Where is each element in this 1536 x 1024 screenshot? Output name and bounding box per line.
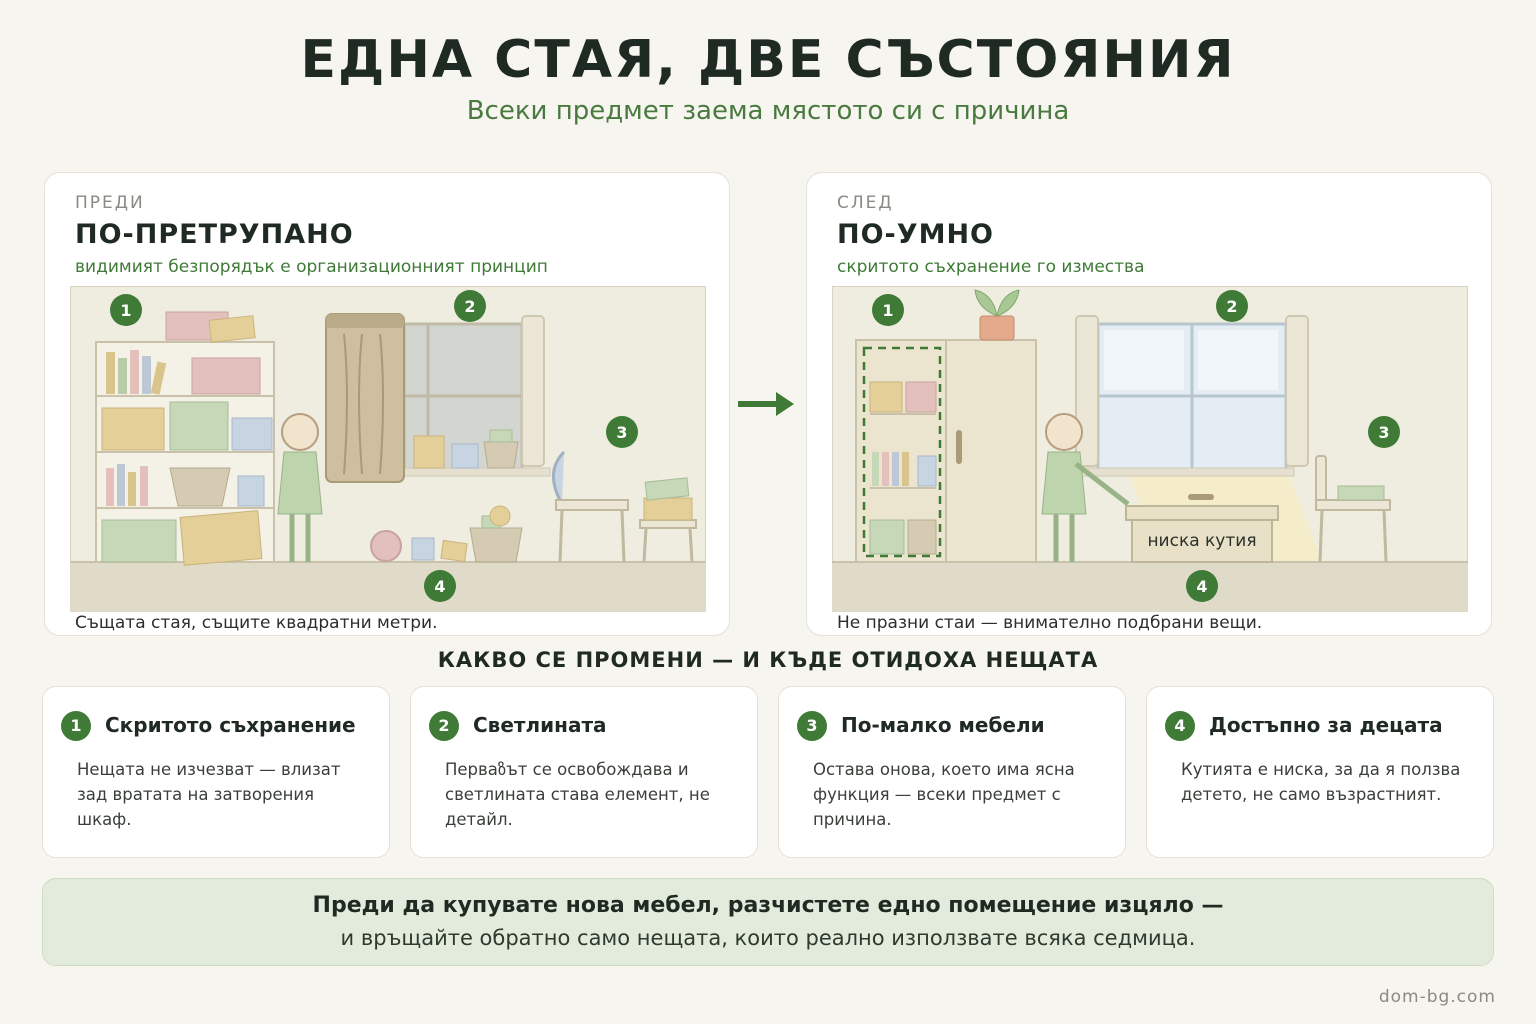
after-marker-2: 2 xyxy=(1226,297,1237,316)
card-less-furniture: 3 По-малко мебели Остава онова, което им… xyxy=(778,686,1126,858)
before-room-illustration: 1 2 3 4 xyxy=(70,286,706,612)
page-title: ЕДНА СТАЯ, ДВЕ СЪСТОЯНИЯ xyxy=(300,30,1236,90)
card-hidden-storage: 1 Скритото съхранение Нещата не изчезват… xyxy=(42,686,390,858)
card-light: 2 Светлината Перваზът се освобождава и с… xyxy=(410,686,758,858)
tip-banner: Преди да купувате нова мебел, разчистете… xyxy=(42,878,1494,966)
card-text: Остава онова, което има ясна функция — в… xyxy=(813,760,1075,829)
after-marker-3: 3 xyxy=(1378,423,1389,442)
card-number-badge: 1 xyxy=(61,711,91,741)
card-title: Достъпно за децата xyxy=(1209,713,1443,737)
card-number-badge: 4 xyxy=(1165,711,1195,741)
card-title: Светлината xyxy=(473,713,607,737)
card-title: Скритото съхранение xyxy=(105,713,356,737)
card-title: По-малко мебели xyxy=(841,713,1045,737)
card-number-badge: 3 xyxy=(797,711,827,741)
before-heading: ПО-ПРЕТРУПАНО xyxy=(75,219,354,250)
card-text: Нещата не изчезват — влизат зад вратата … xyxy=(77,760,341,829)
after-heading: ПО-УМНО xyxy=(837,219,994,250)
card-text: Кутията е ниска, за да я ползва детето, … xyxy=(1181,760,1461,804)
card-text: Перваზът се освобождава и светлината ста… xyxy=(445,760,710,829)
after-caption: Не празни стаи — внимателно подбрани вещ… xyxy=(837,613,1263,633)
before-marker-4: 4 xyxy=(434,577,445,596)
after-marker-1: 1 xyxy=(882,301,893,320)
low-box-label: ниска кутия xyxy=(1147,531,1256,551)
after-marker-4: 4 xyxy=(1196,577,1207,596)
card-kids-access: 4 Достъпно за децата Кутията е ниска, за… xyxy=(1146,686,1494,858)
after-room-illustration: ниска кутия 1 2 3 4 xyxy=(832,286,1468,612)
tip-line-1: Преди да купувате нова мебел, разчистете… xyxy=(312,893,1224,918)
tip-line-2: и връщайте обратно само нещата, които ре… xyxy=(340,926,1196,950)
after-description: скритото съхранение го измества xyxy=(837,257,1145,277)
footer-site-link[interactable]: dom-bg.com xyxy=(1378,987,1496,1007)
page-subtitle: Всеки предмет заема мястото си с причина xyxy=(466,96,1070,126)
section-title: КАКВО СЕ ПРОМЕНИ — И КЪДЕ ОТИДОХА НЕЩАТА xyxy=(437,648,1099,672)
before-description: видимият безпорядък е организационният п… xyxy=(75,257,548,277)
before-marker-3: 3 xyxy=(616,423,627,442)
arrow-right-icon xyxy=(738,392,794,416)
after-tag: СЛЕД xyxy=(837,193,894,213)
before-marker-1: 1 xyxy=(120,301,131,320)
before-tag: ПРЕДИ xyxy=(75,193,145,213)
before-caption: Същата стая, същите квадратни метри. xyxy=(75,613,438,633)
card-number-badge: 2 xyxy=(429,711,459,741)
before-panel: ПРЕДИ ПО-ПРЕТРУПАНО видимият безпорядък … xyxy=(44,172,730,636)
before-marker-2: 2 xyxy=(464,297,475,316)
after-panel: СЛЕД ПО-УМНО скритото съхранение го изме… xyxy=(806,172,1492,636)
